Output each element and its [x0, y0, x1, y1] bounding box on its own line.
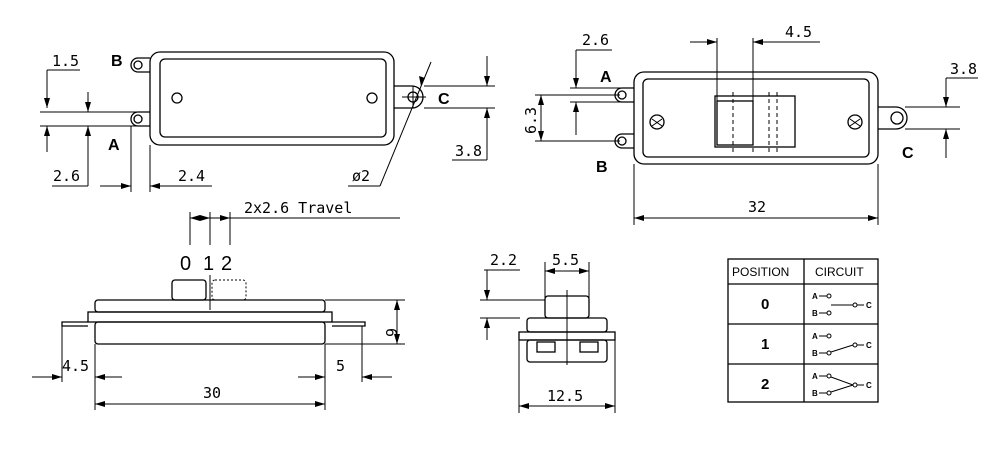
circuit-2-label-c: C: [866, 381, 872, 390]
label-terminal-a: A: [108, 137, 120, 154]
dim-5: 5: [336, 357, 345, 375]
position-circuit-table: POSITION CIRCUIT 0 A B C 1 A B C: [727, 258, 879, 403]
slider-knob-position-2: [211, 279, 247, 301]
top-right-view: 2.6 6.3 4.5 3.8 32 A B C: [522, 23, 978, 225]
switch-body-outline: [149, 51, 395, 146]
dim-diameter-2: ø2: [352, 167, 370, 185]
side-terminal-left: [61, 321, 88, 327]
terminal-b-hole: [133, 60, 143, 70]
table-header-circuit: CIRCUIT: [815, 265, 864, 279]
label-terminal-c: C: [438, 91, 450, 108]
dim-2-4: 2.4: [178, 167, 205, 185]
circuit-1-label-a: A: [812, 332, 818, 341]
dim-4-5-right: 4.5: [785, 23, 812, 41]
end-terminal-right: [579, 341, 599, 353]
label-terminal-a-right: A: [600, 69, 612, 86]
circuit-2-label-b: B: [812, 389, 818, 398]
slider-actuator: [716, 100, 754, 146]
dim-2-6: 2.6: [53, 167, 80, 185]
terminal-b-tab: [130, 57, 150, 73]
side-view: 2x2.6 Travel 0 1 2 6 4.5: [32, 199, 405, 410]
circuit-2-label-a: A: [812, 372, 818, 381]
table-row-1-position: 1: [761, 336, 769, 353]
dim-3-8-right: 3.8: [950, 60, 977, 78]
position-1-label: 1: [203, 253, 214, 275]
end-terminal-left: [536, 341, 556, 353]
position-0-label: 0: [180, 253, 191, 275]
mount-hole-right: [366, 92, 378, 104]
dim-30: 30: [203, 384, 221, 402]
mount-hole-left: [171, 92, 183, 104]
circuit-0-label-c: C: [866, 301, 872, 310]
dim-5-5: 5.5: [552, 251, 579, 269]
side-terminal-right: [332, 321, 366, 327]
label-terminal-b-right: B: [596, 159, 608, 176]
side-flange: [87, 311, 333, 323]
label-terminal-c-right: C: [902, 145, 914, 162]
terminal-c-tab-right: [878, 106, 908, 130]
circuit-1-label-c: C: [866, 341, 872, 350]
terminal-c-hole-right: [890, 111, 904, 125]
end-view: 2.2 5.5 12.5: [480, 251, 616, 413]
dim-4-5-side: 4.5: [62, 357, 89, 375]
dim-3-8: 3.8: [455, 142, 482, 160]
slider-window: [714, 95, 796, 148]
circuit-position-0: A B C: [812, 292, 872, 318]
table-row-0-position: 0: [761, 296, 769, 313]
end-body-bottom: [526, 339, 608, 363]
dim-1-5: 1.5: [52, 52, 79, 70]
label-terminal-b: B: [111, 53, 123, 70]
switch-body-inner-right: [642, 78, 870, 158]
table-header-position: POSITION: [732, 265, 789, 279]
table-row-2-position: 2: [761, 376, 769, 393]
travel-label: 2x2.6 Travel: [244, 199, 352, 217]
dim-2-6-right: 2.6: [582, 31, 609, 49]
dim-12-5: 12.5: [547, 387, 583, 405]
terminal-a-hole: [133, 114, 143, 124]
dim-2-2: 2.2: [490, 251, 517, 269]
circuit-1-label-b: B: [812, 349, 818, 358]
slider-knob-position-0: [171, 279, 207, 301]
dim-6: 6: [382, 328, 400, 337]
table-outline: [727, 258, 879, 403]
circuit-0-label-a: A: [812, 292, 818, 301]
side-body-bottom: [94, 321, 326, 345]
dim-6-3: 6.3: [522, 107, 540, 134]
top-left-view: 1.5 2.6 2.4 3.8 ø2 B A C: [40, 51, 495, 192]
screw-right-icon: [847, 114, 863, 130]
circuit-0-label-b: B: [812, 309, 818, 318]
dim-32: 32: [748, 198, 766, 216]
switch-body-inner: [159, 58, 387, 138]
position-2-label: 2: [221, 253, 232, 275]
screw-left-icon: [649, 114, 665, 130]
circuit-position-2: A B C: [812, 372, 872, 398]
switch-body-outline-right: [633, 71, 879, 165]
circuit-position-1: A B C: [812, 332, 872, 358]
